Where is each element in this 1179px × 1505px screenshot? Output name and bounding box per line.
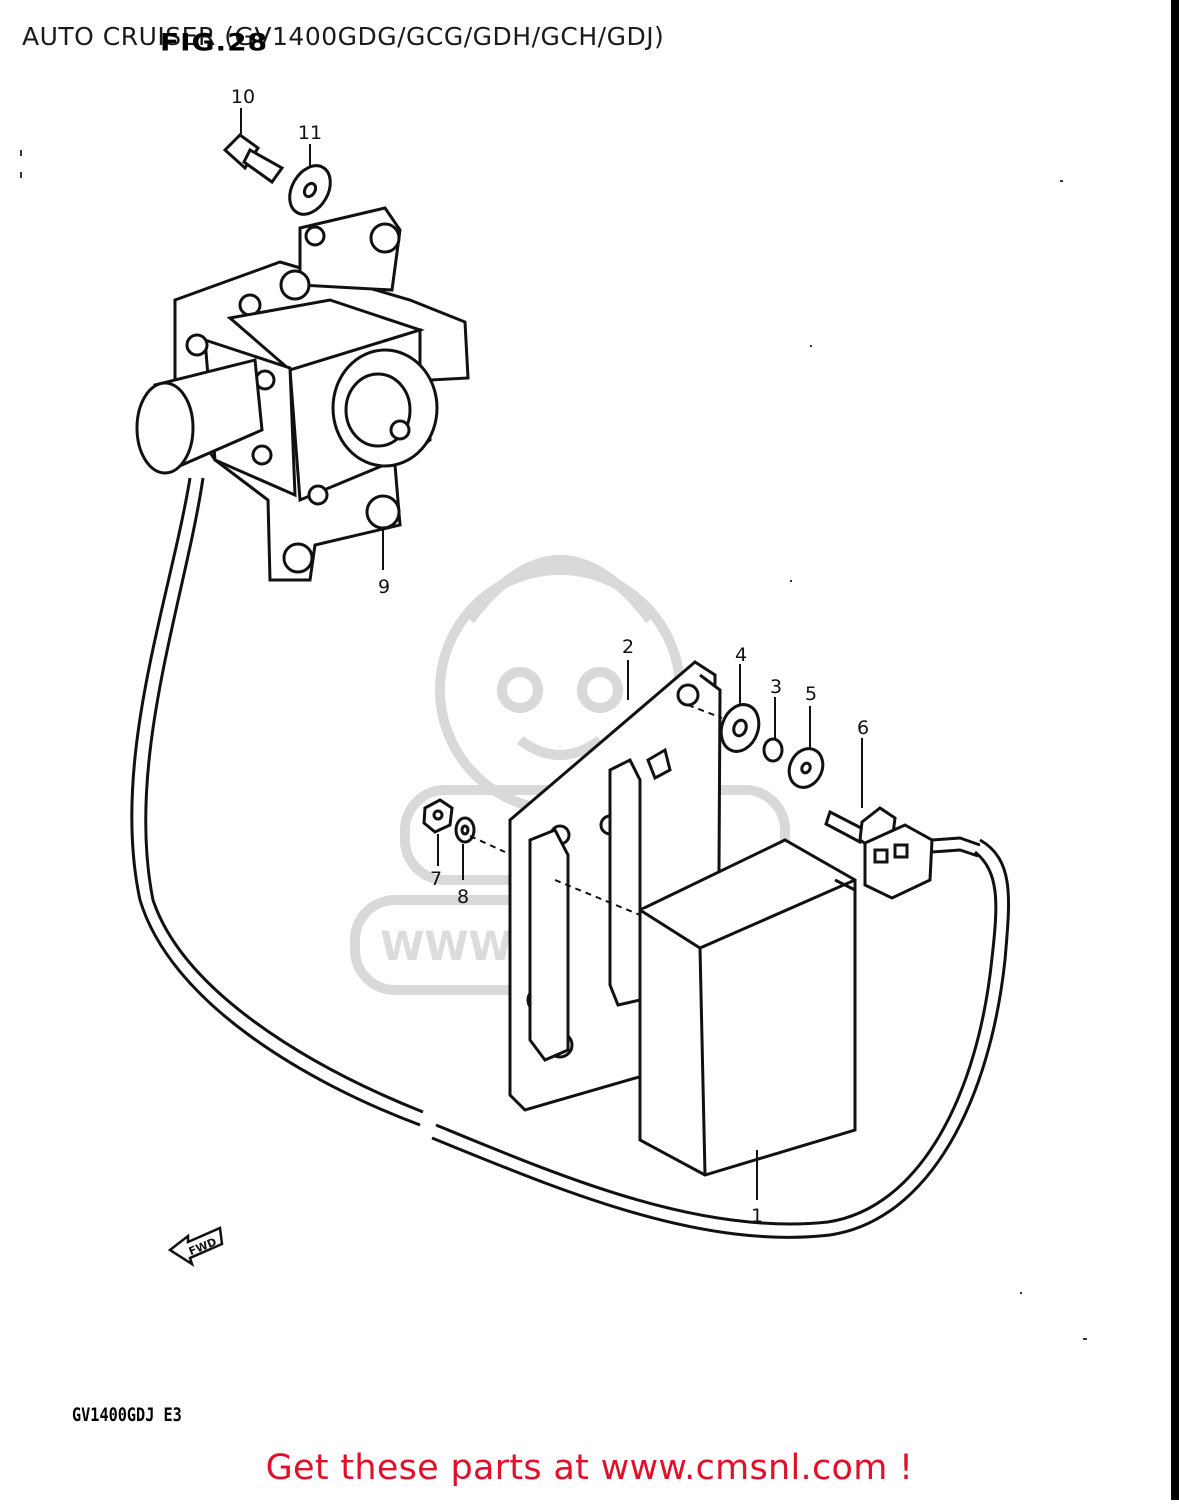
alignment-lines <box>469 704 723 916</box>
callout-8: 8 <box>457 886 469 908</box>
washer-11 <box>288 164 332 216</box>
callout-1: 1 <box>751 1205 763 1227</box>
page-edge-border <box>1171 0 1179 1500</box>
promo-link[interactable]: Get these parts at www.cmsnl.com ! <box>265 1448 914 1488</box>
figure-label: FIG.28 <box>160 28 269 57</box>
wiring-connector <box>863 823 981 900</box>
control-cable <box>130 477 1011 1239</box>
model-code: GV1400GDJ E3 <box>72 1404 182 1426</box>
scan-specks <box>20 150 1087 1340</box>
cruise-actuator-assembly <box>135 206 470 582</box>
callout-6: 6 <box>857 717 869 739</box>
fwd-label: FWD <box>187 1235 219 1258</box>
callout-4: 4 <box>735 644 747 666</box>
collar-3 <box>762 737 784 763</box>
callout-7: 7 <box>430 868 442 890</box>
callout-3: 3 <box>770 676 782 698</box>
nut-7 <box>422 798 454 834</box>
washer-5 <box>787 747 825 789</box>
callout-5: 5 <box>805 683 817 705</box>
grommet-4 <box>719 703 761 753</box>
page-title: AUTO CRUISER (GV1400GDG/GCG/GDH/GCH/GDJ) <box>22 22 665 51</box>
callout-2: 2 <box>622 636 634 658</box>
fwd-arrow-icon: FWD <box>167 1226 224 1267</box>
cruise-control-unit-1 <box>638 838 857 1177</box>
washer-8 <box>454 816 476 844</box>
callout-9: 9 <box>378 576 390 598</box>
bolt-10 <box>222 133 285 185</box>
callout-10: 10 <box>231 86 255 108</box>
callout-11: 11 <box>298 122 322 144</box>
leader-lines <box>240 108 863 1200</box>
